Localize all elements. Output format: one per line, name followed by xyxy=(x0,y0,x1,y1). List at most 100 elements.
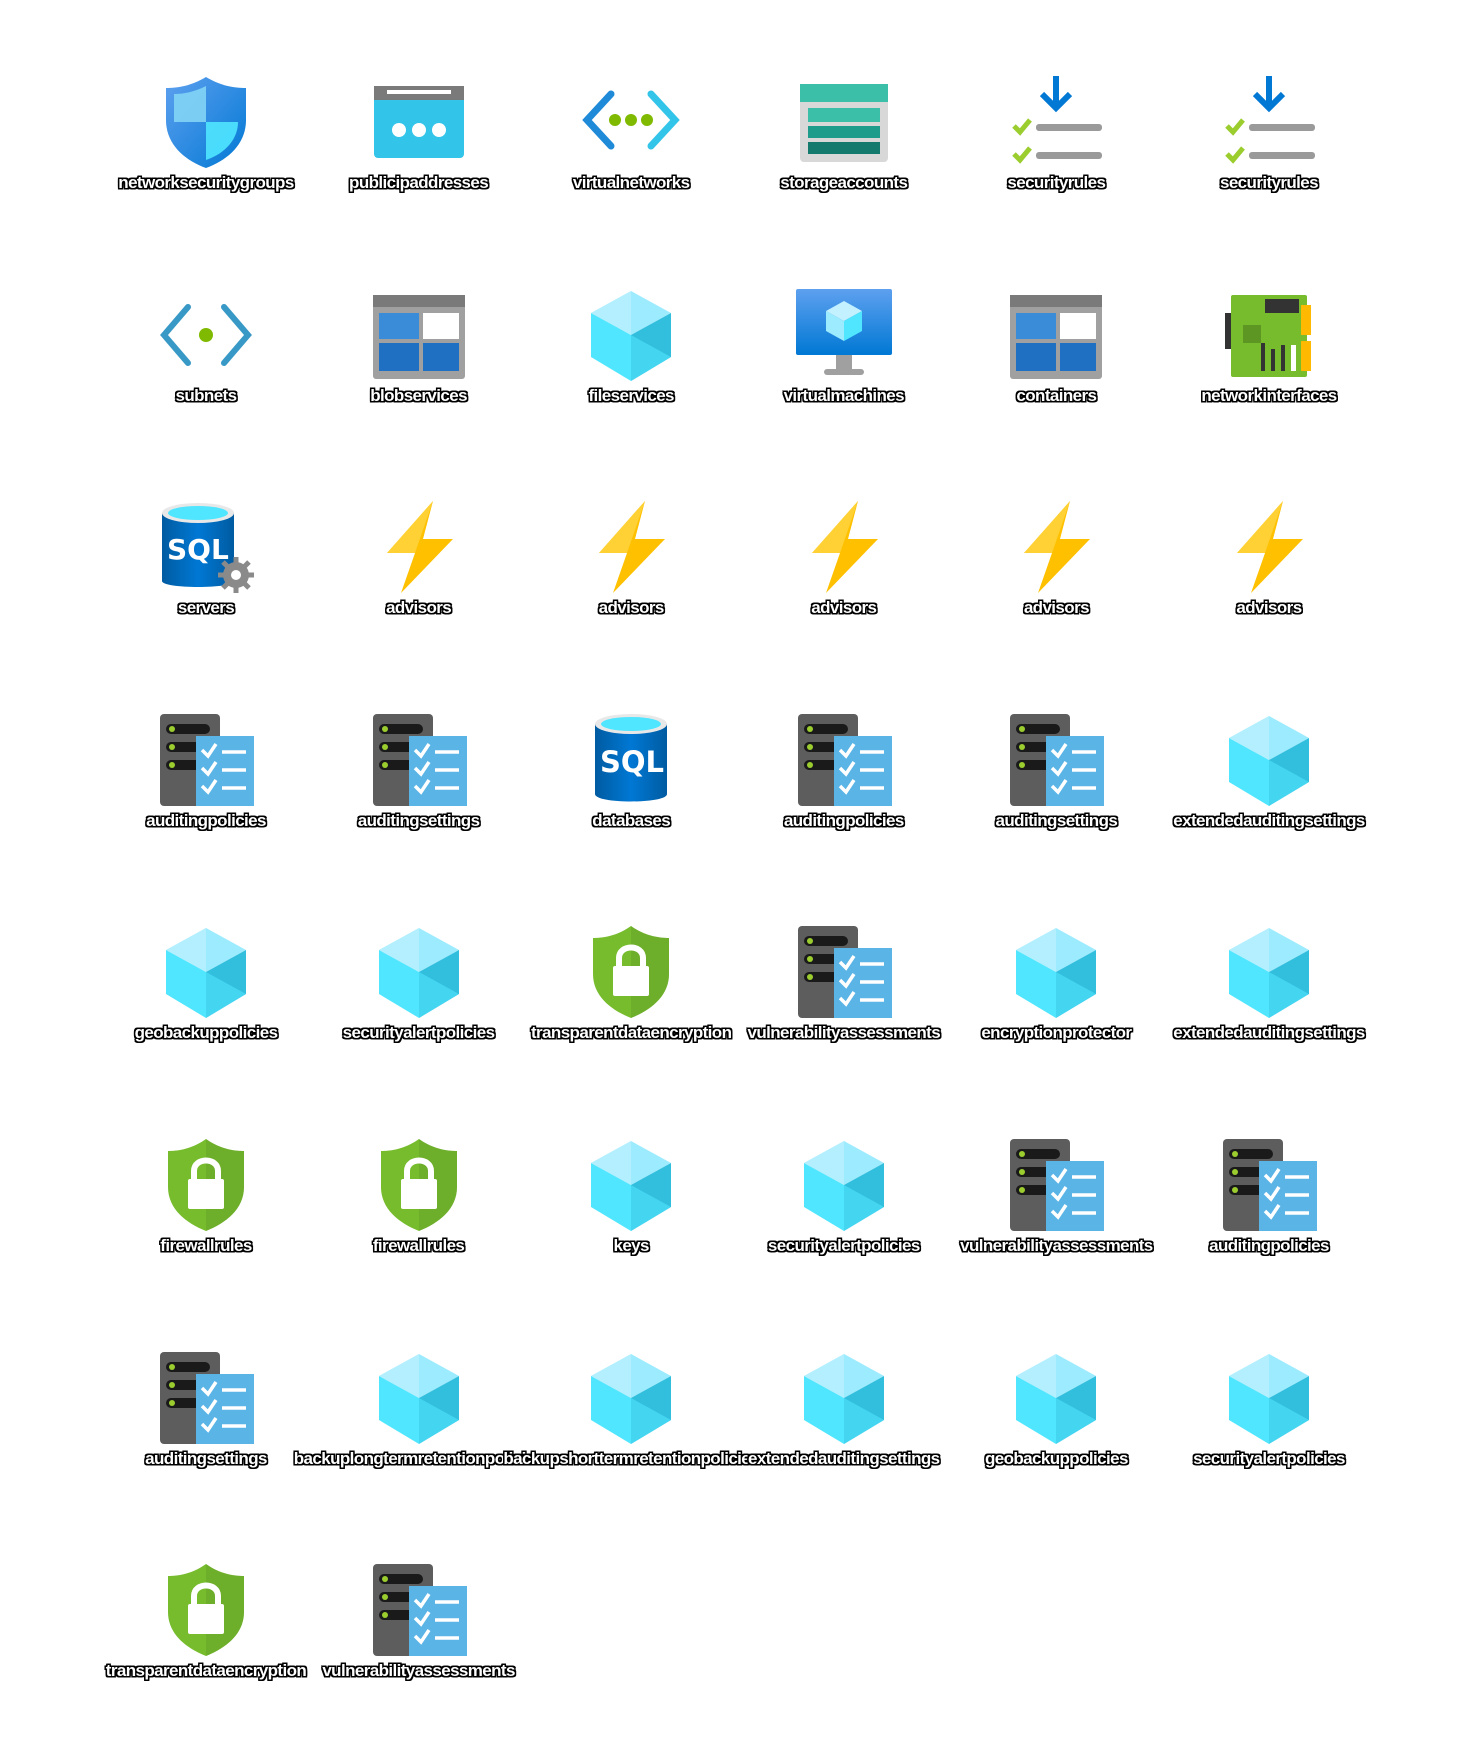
resource-label: vulnerabilityassessments xyxy=(747,1023,941,1043)
resource-label: auditingsettings xyxy=(995,810,1118,830)
audit-icon xyxy=(1006,1135,1106,1235)
vm-icon xyxy=(794,285,894,385)
resource-node: advisors xyxy=(1163,481,1375,681)
cube-icon xyxy=(794,1135,894,1235)
bolt-icon xyxy=(1006,497,1106,597)
resource-label: securityrules xyxy=(1007,173,1106,192)
subnet-icon xyxy=(156,285,256,385)
resource-node: auditingsettings xyxy=(313,694,525,894)
storage-icon xyxy=(794,72,894,172)
cube-icon xyxy=(581,285,681,385)
resource-node: virtualnetworks xyxy=(525,56,737,256)
resource-node: backuplongtermretentionpolicies xyxy=(294,1332,544,1532)
resource-node: storageaccounts xyxy=(738,56,950,256)
cube-icon xyxy=(1219,1348,1319,1448)
cube-icon xyxy=(1219,922,1319,1022)
audit-icon xyxy=(156,1348,256,1448)
rules-icon xyxy=(1219,72,1319,172)
resource-node: virtualmachines xyxy=(738,269,950,469)
shield-lock-icon xyxy=(156,1560,256,1660)
audit-icon xyxy=(1006,710,1106,810)
resource-node: networkinterfaces xyxy=(1163,269,1375,469)
resource-node: keys xyxy=(525,1119,737,1319)
resource-node: securityrules xyxy=(1163,56,1375,256)
resource-node: extendedauditingsettings xyxy=(1163,694,1375,894)
sql-db-icon: SQL xyxy=(581,710,681,810)
resource-label: virtualnetworks xyxy=(572,173,690,192)
resource-label: securityalertpolicies xyxy=(767,1236,920,1255)
resource-node: securityalertpolicies xyxy=(738,1119,950,1319)
resource-node: firewallrules xyxy=(100,1119,312,1319)
resource-label: securityalertpolicies xyxy=(1193,1448,1345,1468)
bolt-icon xyxy=(1219,497,1319,597)
public-ip-icon xyxy=(369,72,469,172)
resource-node: securityrules xyxy=(950,56,1162,256)
resource-label: securityalertpolicies xyxy=(342,1023,495,1043)
resource-label: firewallrules xyxy=(372,1236,465,1255)
bolt-icon xyxy=(794,497,894,597)
cube-icon xyxy=(369,1348,469,1448)
resource-label: auditingsettings xyxy=(145,1448,267,1468)
resource-node: transparentdataencryption xyxy=(100,1544,312,1744)
resource-node: encryptionprotector xyxy=(950,906,1162,1106)
cube-icon xyxy=(369,922,469,1022)
audit-icon xyxy=(369,1560,469,1660)
resource-label: extendedauditingsettings xyxy=(1173,810,1365,830)
cube-icon xyxy=(581,1135,681,1235)
shield-lock-icon xyxy=(581,922,681,1022)
resource-label: advisors xyxy=(811,598,877,618)
resource-label: transparentdataencryption xyxy=(530,1023,732,1043)
resource-node: vulnerabilityassessments xyxy=(738,906,950,1106)
resource-label: auditingsettings xyxy=(357,810,480,830)
resource-node: auditingpolicies xyxy=(100,694,312,894)
cube-icon xyxy=(1219,710,1319,810)
resource-label: firewallrules xyxy=(160,1236,252,1255)
resource-node: geobackuppolicies xyxy=(950,1332,1162,1532)
resource-node: networksecuritygroups xyxy=(100,56,312,256)
cube-icon xyxy=(794,1348,894,1448)
rules-icon xyxy=(1006,72,1106,172)
resource-label: containers xyxy=(1016,385,1097,405)
resource-node: securityalertpolicies xyxy=(1163,1332,1375,1532)
resource-label: auditingpolicies xyxy=(146,810,266,830)
resource-label: networkinterfaces xyxy=(1201,385,1337,405)
cube-icon xyxy=(1006,1348,1106,1448)
resource-label: databases xyxy=(592,810,671,830)
bolt-icon xyxy=(369,497,469,597)
resource-node: auditingsettings xyxy=(100,1332,312,1532)
resource-node: advisors xyxy=(313,481,525,681)
resource-node: advisors xyxy=(950,481,1162,681)
resource-label: storageaccounts xyxy=(780,173,908,192)
resource-node: fileservices xyxy=(525,269,737,469)
resource-label: advisors xyxy=(1236,598,1302,618)
resource-label: extendedauditingsettings xyxy=(748,1448,940,1468)
blob-icon xyxy=(369,285,469,385)
bolt-icon xyxy=(581,497,681,597)
resource-label: subnets xyxy=(175,385,238,405)
resource-node: subnets xyxy=(100,269,312,469)
vnet-icon xyxy=(581,72,681,172)
resource-label: backupshorttermretentionpolicies xyxy=(503,1448,760,1468)
blob-icon xyxy=(1006,285,1106,385)
resource-label: extendedauditingsettings xyxy=(1173,1023,1365,1043)
resource-node: advisors xyxy=(525,481,737,681)
resource-label: transparentdataencryption xyxy=(105,1661,307,1681)
resource-node: securityalertpolicies xyxy=(313,906,525,1106)
resource-label: publicipaddresses xyxy=(349,173,489,192)
sql-server-icon: SQL xyxy=(156,497,256,597)
resource-label: virtualmachines xyxy=(783,385,905,405)
resource-label: fileservices xyxy=(588,385,674,405)
resource-node: blobservices xyxy=(313,269,525,469)
resource-node: advisors xyxy=(738,481,950,681)
resource-label: encryptionprotector xyxy=(981,1023,1132,1043)
resource-label: auditingpolicies xyxy=(783,810,904,830)
resource-label: backuplongtermretentionpolicies xyxy=(293,1448,544,1468)
cube-icon xyxy=(156,922,256,1022)
svg-text:SQL: SQL xyxy=(600,745,664,779)
audit-icon xyxy=(794,710,894,810)
audit-icon xyxy=(794,922,894,1022)
resource-label: keys xyxy=(613,1236,649,1255)
audit-icon xyxy=(1219,1135,1319,1235)
resource-label: geobackuppolicies xyxy=(134,1023,278,1043)
resource-label: securityrules xyxy=(1219,173,1319,192)
